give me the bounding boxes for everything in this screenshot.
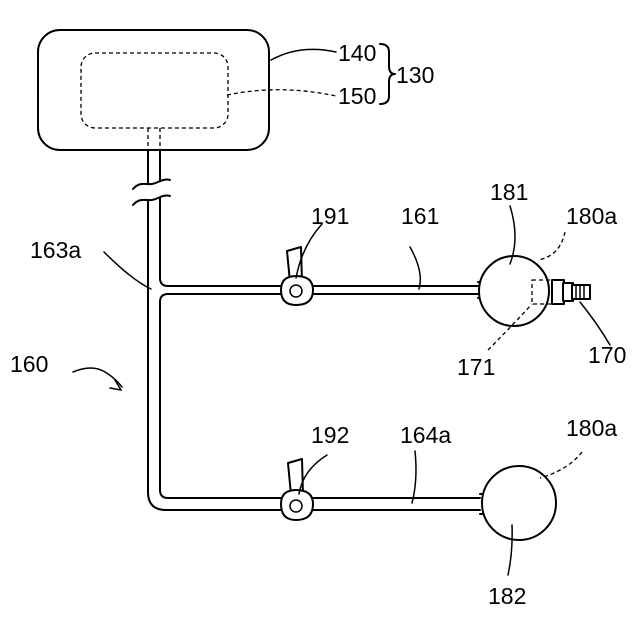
inner-port-dashed	[148, 128, 160, 150]
clamp-192	[281, 459, 313, 520]
branch-tube-164a	[310, 498, 480, 510]
label-160: 160	[10, 351, 48, 377]
label-171: 171	[457, 354, 495, 380]
label-170: 170	[588, 342, 626, 368]
main-tube-upper	[148, 150, 160, 184]
container-181	[478, 256, 590, 326]
label-192: 192	[311, 422, 349, 448]
main-tube-lower	[148, 198, 282, 510]
branch-tube-161	[310, 286, 478, 294]
label-140: 140	[338, 40, 376, 66]
label-164a: 164a	[400, 422, 451, 448]
label-163a: 163a	[30, 237, 81, 263]
tube-break-marks	[133, 180, 170, 205]
label-180a-top: 180a	[566, 203, 617, 229]
label-161: 161	[401, 203, 439, 229]
label-150: 150	[338, 83, 376, 109]
inner-bag-150	[81, 53, 228, 128]
label-182: 182	[488, 583, 526, 609]
label-180a-bottom: 180a	[566, 415, 617, 441]
label-130: 130	[396, 62, 434, 88]
label-181: 181	[490, 179, 528, 205]
outer-bag-140	[38, 30, 269, 150]
label-191: 191	[311, 203, 349, 229]
